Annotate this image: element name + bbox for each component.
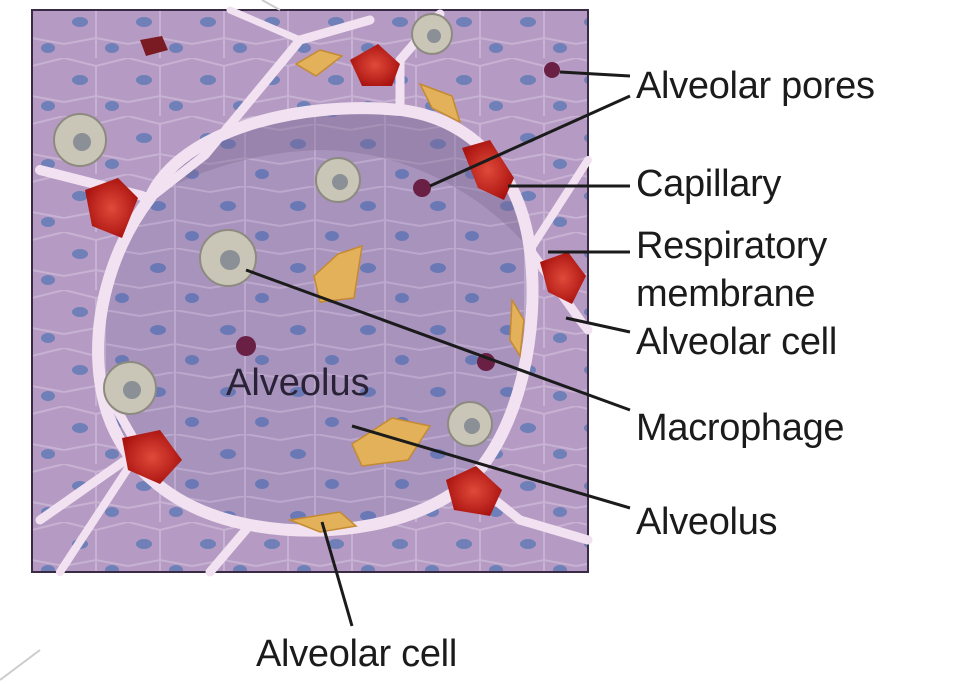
label-respiratory-membrane-line2: membrane [636, 274, 815, 314]
label-alveolus-right: Alveolus [636, 502, 777, 542]
macrophage-cell [316, 158, 360, 202]
label-alveolus-inner: Alveolus [226, 362, 370, 405]
corner-mark [0, 650, 40, 680]
label-capillary: Capillary [636, 164, 781, 204]
label-alveolar-pores: Alveolar pores [636, 66, 875, 106]
macrophage-cell [412, 14, 452, 54]
label-macrophage: Macrophage [636, 408, 844, 448]
macrophage-cell [54, 114, 106, 166]
corner-mark [262, 0, 280, 10]
label-alveolar-cell-bottom: Alveolar cell [256, 634, 457, 674]
label-respiratory-membrane-line1: Respiratory [636, 226, 827, 266]
macrophage-cell [448, 402, 492, 446]
label-alveolar-cell-right: Alveolar cell [636, 322, 837, 362]
macrophage-cell [200, 230, 256, 286]
macrophage-cell [104, 362, 156, 414]
